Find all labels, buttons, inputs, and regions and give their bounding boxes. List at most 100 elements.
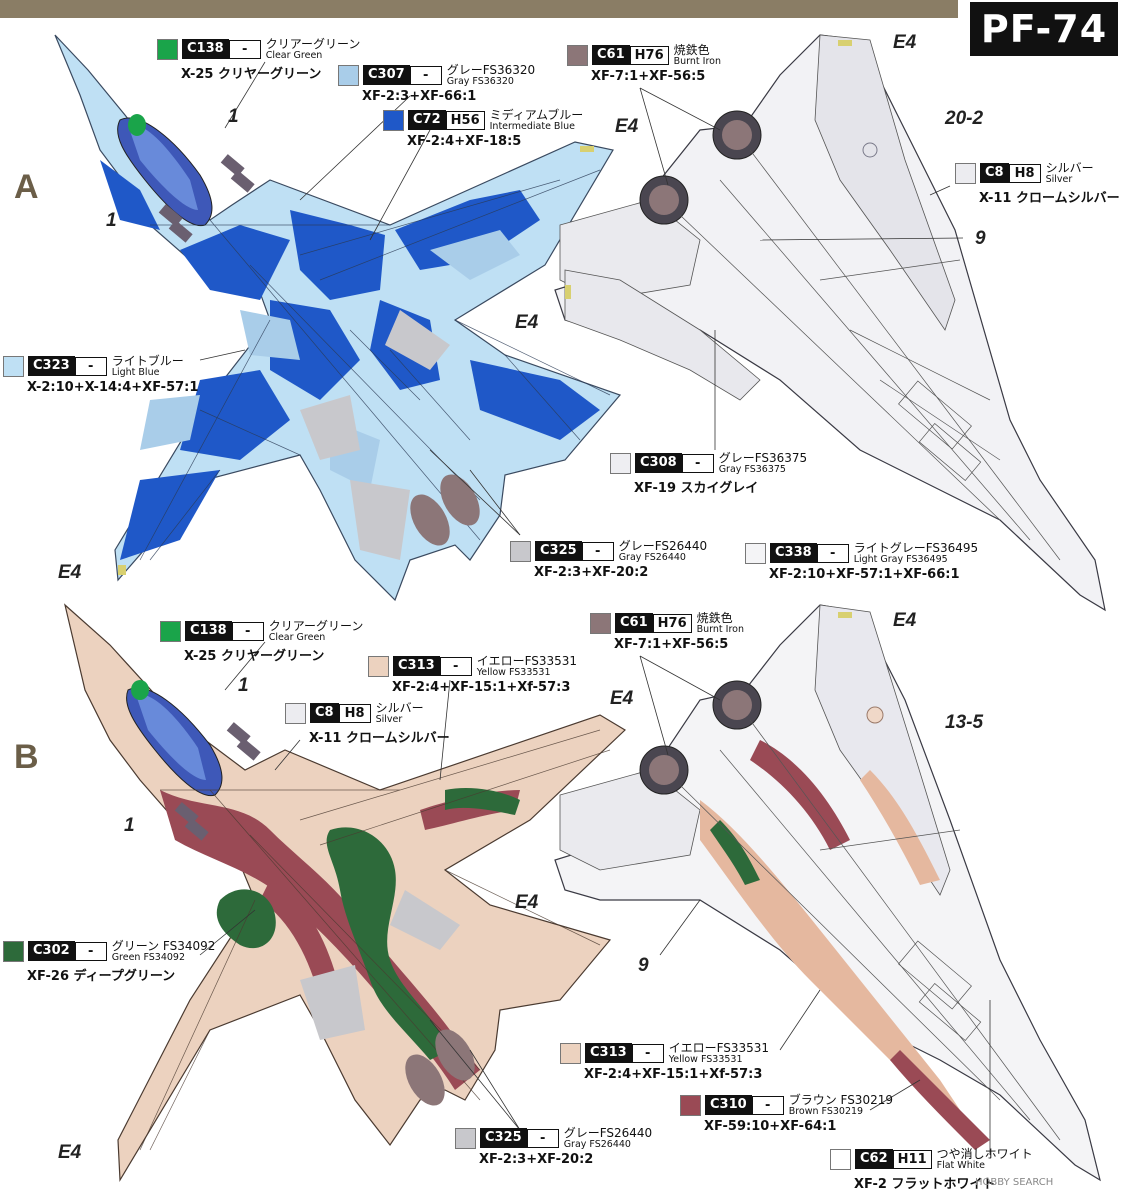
color-name-en: Gray FS26440 (563, 1138, 631, 1150)
tamiya-mix: XF-2:3+XF-66:1 (362, 89, 477, 104)
color-name-jp: グリーン FS34092 (111, 938, 216, 953)
tamiya-mix: X-11 クロームシルバー (309, 731, 450, 746)
aircraft-b-bottom-view (554, 604, 1101, 1182)
section-label-a: A (14, 168, 39, 206)
color-swatch (3, 355, 24, 377)
color-swatch (368, 655, 389, 677)
color-swatch (157, 38, 178, 60)
tamiya-mix: XF-7:1+XF-56:5 (591, 69, 706, 84)
callout-b-e4-tail: E4 (893, 610, 917, 631)
header-bar (0, 0, 958, 18)
callout-a-e4-tail: E4 (893, 32, 917, 53)
tamiya-mix: XF-2:3+XF-20:2 (479, 1152, 594, 1167)
callout-a-e4-lower: E4 (58, 562, 82, 583)
hobby-color-code: H8 (1008, 163, 1041, 183)
color-name-en: Clear Green (268, 631, 326, 643)
color-name-en: Green FS34092 (111, 951, 186, 963)
color-name-jp: グレーFS26440 (563, 1125, 653, 1140)
tamiya-mix: X-2:10+X-14:4+XF-57:1 (27, 380, 199, 395)
aircraft-a-bottom-view (554, 34, 1106, 612)
color-code: C325 (535, 541, 582, 561)
color-name-jp: グレーFS26440 (618, 538, 708, 553)
tamiya-mix: XF-7:1+XF-56:5 (614, 637, 729, 652)
color-name-en: Light Blue (111, 366, 160, 378)
color-name-en: Yellow FS33531 (668, 1053, 743, 1065)
color-name-jp: イエローFS33531 (668, 1040, 770, 1055)
color-swatch (160, 620, 181, 642)
aircraft-a-top-view (54, 34, 622, 602)
hobby-color-code: - (751, 1095, 784, 1115)
color-swatch (830, 1148, 851, 1170)
callout-a-1-lower: 1 (106, 210, 117, 231)
callout-b-1-upper: 1 (238, 675, 249, 696)
color-name-jp: ブラウン FS30219 (788, 1092, 893, 1107)
tamiya-mix: XF-2:4+XF-18:5 (407, 134, 522, 149)
aircraft-b-top-view (63, 603, 626, 1183)
color-name-en: Flat White (936, 1159, 985, 1171)
color-swatch (510, 540, 531, 562)
color-name-en: Gray FS36320 (446, 75, 514, 87)
tamiya-mix: XF-2:10+XF-57:1+XF-66:1 (769, 567, 960, 582)
section-label-b: B (14, 738, 39, 776)
hobby-color-code: - (681, 453, 714, 473)
color-swatch (590, 612, 611, 634)
color-code: C325 (480, 1128, 527, 1148)
color-swatch (680, 1094, 701, 1116)
color-name-en: Yellow FS33531 (476, 666, 551, 678)
product-code: PF-74 (970, 2, 1118, 56)
color-name-jp: ミディアムブルー (489, 107, 584, 122)
color-swatch (285, 702, 306, 724)
color-name-jp: つや消しホワイト (936, 1146, 1033, 1161)
color-swatch (560, 1042, 581, 1064)
color-name-jp: 焼鉄色 (673, 42, 710, 57)
tamiya-mix: X-11 クロームシルバー (979, 191, 1120, 206)
color-code: C8 (980, 163, 1009, 183)
tamiya-mix: XF-19 スカイグレイ (634, 481, 759, 496)
tamiya-mix: X-25 クリヤーグリーン (181, 67, 322, 82)
color-code: C302 (28, 941, 75, 961)
callout-a-e4-belly: E4 (515, 312, 539, 333)
callout-b-13-5: 13-5 (945, 712, 984, 733)
callout-a-9: 9 (975, 228, 986, 249)
color-name-jp: 焼鉄色 (696, 610, 733, 625)
color-swatch (338, 64, 359, 86)
color-code: C338 (770, 543, 817, 563)
callout-b-9: 9 (638, 955, 649, 976)
color-name-en: Silver (1045, 173, 1073, 185)
tamiya-mix: XF-2:4+XF-15:1+Xf-57:3 (584, 1067, 763, 1082)
tamiya-mix: X-25 クリヤーグリーン (184, 649, 325, 664)
callout-a-e4-wing: E4 (615, 116, 639, 137)
color-name-en: Brown FS30219 (788, 1105, 864, 1117)
leader-lines (199, 61, 991, 1155)
color-swatch (610, 452, 631, 474)
callout-b-e4-lower: E4 (58, 1142, 82, 1163)
color-name-jp: シルバー (375, 700, 424, 715)
color-code: C307 (363, 65, 410, 85)
hobby-color-code: - (816, 543, 849, 563)
color-code: C61 (615, 613, 653, 633)
callout-b-e4-belly: E4 (515, 892, 539, 913)
hobby-color-code: H56 (445, 110, 485, 130)
hobby-color-code: - (74, 941, 107, 961)
color-name-jp: グレーFS36320 (446, 62, 536, 77)
hobby-color-code: H11 (892, 1149, 932, 1169)
callout-b-e4-wing: E4 (610, 688, 634, 709)
tamiya-mix: XF-2 フラットホワイト (854, 1177, 996, 1192)
color-name-en: Light Gray FS36495 (853, 553, 948, 565)
color-swatch (383, 109, 404, 131)
color-name-en: Gray FS36375 (718, 463, 786, 475)
color-name-jp: グレーFS36375 (718, 450, 808, 465)
hobby-color-code: - (74, 356, 107, 376)
tamiya-mix: XF-26 ディープグリーン (27, 969, 176, 984)
color-code: C308 (635, 453, 682, 473)
color-name-en: Gray FS26440 (618, 551, 686, 563)
tamiya-mix: XF-2:4+XF-15:1+Xf-57:3 (392, 680, 571, 695)
color-name-jp: シルバー (1045, 160, 1094, 175)
